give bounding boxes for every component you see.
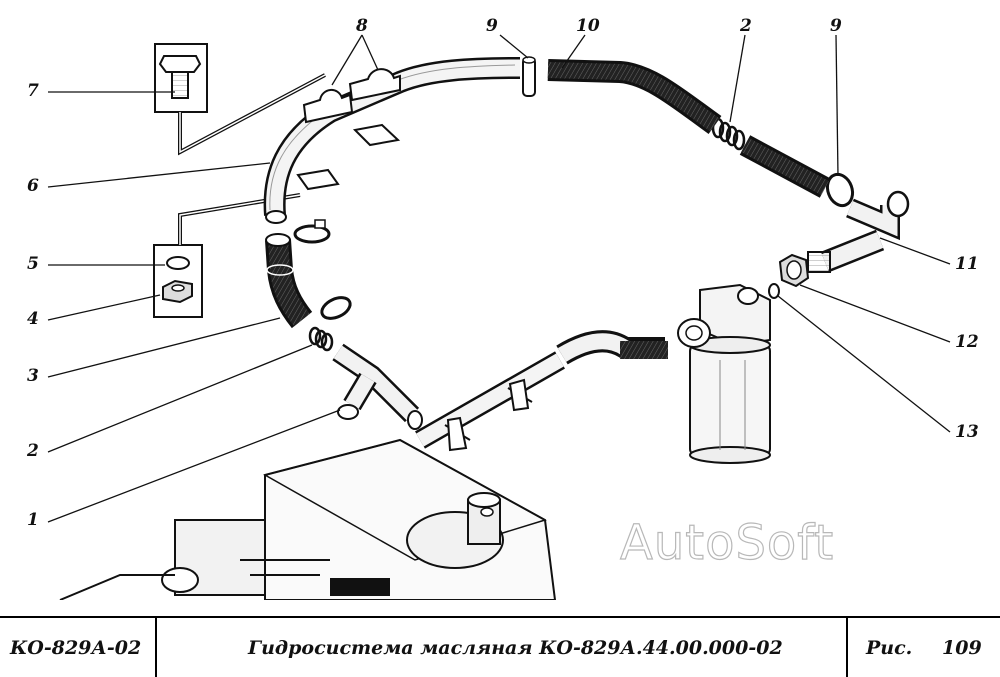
union-nut-12	[778, 253, 810, 288]
hose-3	[265, 233, 313, 329]
drawing-title: Гидросистема масляная КО-829А.44.00.000-…	[248, 636, 783, 659]
tee-fitting-1	[332, 343, 423, 430]
callout-10: 10	[576, 16, 600, 36]
return-pipe	[415, 330, 668, 452]
callout-9-top: 9	[486, 16, 498, 36]
model-code: КО-829А-02	[10, 636, 142, 659]
elbow-fitting-11	[807, 190, 910, 273]
figure-number: 109	[942, 636, 982, 659]
callout-2-right: 2	[740, 16, 752, 36]
callout-2-left: 2	[27, 441, 39, 461]
clamp-9	[522, 56, 536, 97]
callout-12: 12	[955, 332, 979, 352]
callout-13: 13	[955, 422, 979, 442]
callout-6: 6	[27, 176, 39, 196]
callout-4: 4	[27, 309, 39, 329]
watermark: AutoSoft	[619, 514, 835, 571]
springs-2	[308, 117, 746, 352]
callout-11: 11	[955, 254, 979, 274]
callout-9-right: 9	[830, 16, 842, 36]
callout-3: 3	[27, 366, 39, 386]
callout-7: 7	[27, 81, 39, 101]
figure-label: Рис.	[866, 636, 913, 659]
nut-washer-inset-box	[153, 193, 301, 318]
title-block: КО-829А-02 Гидросистема масляная КО-829А…	[0, 616, 1000, 677]
hydraulic-oil-system-drawing	[47, 34, 951, 600]
callout-5: 5	[27, 254, 39, 274]
hose-clamps	[293, 172, 855, 320]
o-ring-13	[768, 283, 780, 299]
divider	[155, 618, 157, 677]
callout-1: 1	[27, 510, 39, 530]
callout-8: 8	[356, 16, 368, 36]
clamp-brackets-8	[296, 68, 401, 191]
bolt-inset-box	[154, 43, 326, 156]
oil-filter	[677, 283, 771, 464]
divider	[846, 618, 848, 677]
oil-tank	[59, 438, 557, 600]
leader-lines	[47, 34, 951, 523]
hose-10	[547, 59, 831, 198]
